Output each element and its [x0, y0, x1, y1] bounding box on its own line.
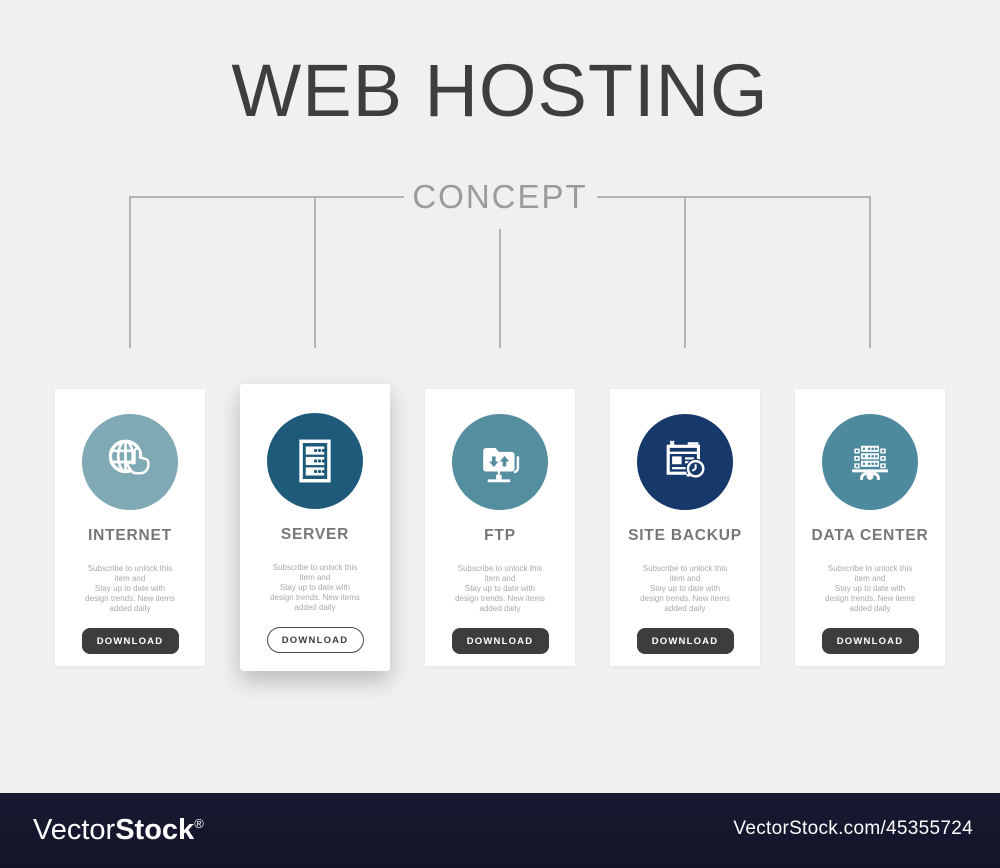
logo-text-light: Vector: [33, 813, 116, 846]
card-site-backup: SITE BACKUP Subscribe to unlock this ite…: [610, 389, 760, 666]
card-title-internet: INTERNET: [88, 527, 172, 544]
card-description: Subscribe to unlock this item and Stay u…: [825, 564, 915, 614]
card-ftp: FTP Subscribe to unlock this item and St…: [425, 389, 575, 666]
card-title-data-center: DATA CENTER: [811, 527, 929, 544]
vectorstock-logo: VectorStock®: [33, 813, 204, 846]
desc-line: added daily: [294, 603, 336, 612]
card-title-server: SERVER: [280, 526, 350, 543]
logo-text-bold: Stock: [115, 813, 195, 846]
ftp-folder-transfer-icon: [483, 448, 520, 483]
desc-line: design trends. New items: [825, 594, 915, 603]
connector-hline-right: [597, 196, 870, 198]
desc-line: Subscribe to unlock this: [272, 563, 358, 572]
download-button-server[interactable]: DOWNLOAD: [266, 627, 364, 653]
card-internet: INTERNET Subscribe to unlock this item a…: [55, 389, 205, 666]
data-center-servers-icon: [852, 445, 888, 480]
card-description: Subscribe to unlock this item and Stay u…: [85, 564, 175, 614]
desc-line: design trends. New items: [455, 594, 545, 603]
desc-line: design trends. New items: [270, 593, 360, 602]
server-circle-badge: [267, 413, 363, 509]
card-description: Subscribe to unlock this item and Stay u…: [640, 564, 730, 614]
watermark-url: VectorStock.com/45355724: [733, 817, 973, 839]
desc-line: item and: [854, 574, 886, 583]
download-button-data-center[interactable]: DOWNLOAD: [821, 628, 919, 654]
desc-line: Stay up to date with: [649, 584, 721, 593]
card-title-ftp: FTP: [484, 527, 516, 544]
desc-line: Stay up to date with: [464, 584, 536, 593]
desc-line: Subscribe to unlock this: [87, 564, 173, 573]
connector-vline-site-backup: [684, 196, 686, 348]
desc-line: item and: [669, 574, 701, 583]
desc-line: item and: [484, 574, 516, 583]
watermark-bar: VectorStock® VectorStock.com/45355724: [0, 793, 1000, 868]
card-description: Subscribe to unlock this item and Stay u…: [455, 564, 545, 614]
connector-vline-ftp: [499, 229, 501, 348]
data-center-circle-badge: [822, 414, 918, 510]
desc-line: item and: [299, 573, 331, 582]
desc-line: Subscribe to unlock this: [827, 564, 913, 573]
browser-backup-clock-icon: [666, 440, 706, 479]
page-subtitle: CONCEPT: [412, 178, 588, 215]
desc-line: added daily: [664, 604, 706, 613]
card-server: SERVER Subscribe to unlock this item and…: [240, 384, 390, 671]
registered-trademark-symbol: ®: [194, 815, 204, 831]
ftp-circle-badge: [452, 414, 548, 510]
connector-vline-server: [314, 196, 316, 348]
connector-hline-left: [129, 196, 404, 198]
page-title: WEB HOSTING: [231, 49, 769, 132]
site-backup-circle-badge: [637, 414, 733, 510]
desc-line: design trends. New items: [85, 594, 175, 603]
card-data-center: DATA CENTER Subscribe to unlock this ite…: [795, 389, 945, 666]
desc-line: added daily: [109, 604, 151, 613]
server-rack-icon: [299, 439, 331, 483]
card-description: Subscribe to unlock this item and Stay u…: [270, 563, 360, 613]
desc-line: Stay up to date with: [279, 583, 351, 592]
desc-line: design trends. New items: [640, 594, 730, 603]
desc-line: item and: [114, 574, 146, 583]
desc-line: Stay up to date with: [94, 584, 166, 593]
internet-globe-pointer-icon: [108, 439, 150, 475]
desc-line: added daily: [479, 604, 521, 613]
download-button-ftp[interactable]: DOWNLOAD: [451, 628, 549, 654]
desc-line: Stay up to date with: [834, 584, 906, 593]
desc-line: added daily: [849, 604, 891, 613]
desc-line: Subscribe to unlock this: [457, 564, 543, 573]
card-title-site-backup: SITE BACKUP: [628, 527, 742, 544]
download-button-site-backup[interactable]: DOWNLOAD: [636, 628, 734, 654]
internet-circle-badge: [82, 414, 178, 510]
desc-line: Subscribe to unlock this: [642, 564, 728, 573]
connector-vline-internet: [129, 196, 131, 348]
download-button-internet[interactable]: DOWNLOAD: [81, 628, 179, 654]
connector-vline-data-center: [869, 196, 871, 348]
